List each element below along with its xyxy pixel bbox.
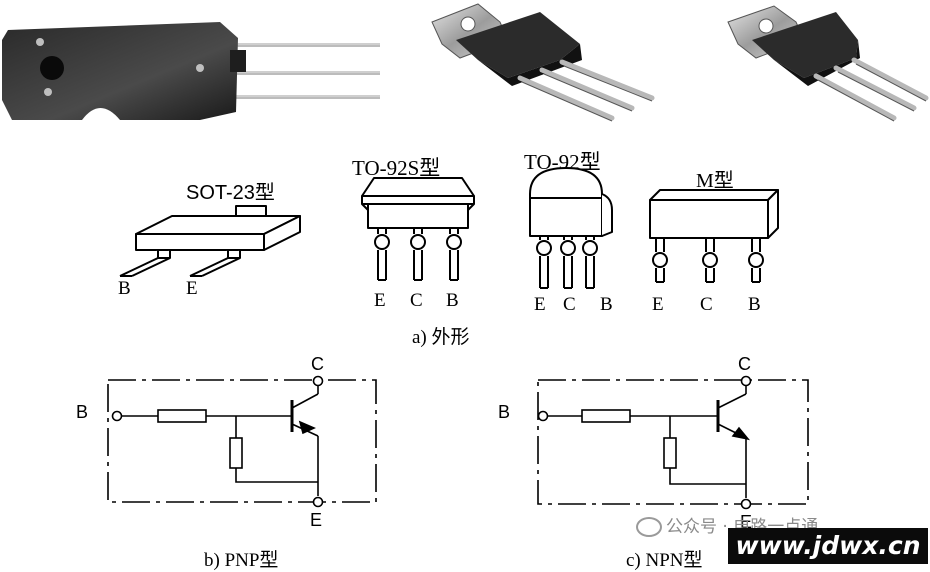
pnp-collector-terminal bbox=[312, 375, 324, 387]
pnp-collector-label: C bbox=[311, 354, 324, 374]
to220-leads bbox=[517, 59, 655, 121]
to220-lead-edges bbox=[817, 63, 927, 122]
to220-lead-edges bbox=[521, 65, 653, 122]
npn-emitter-label: E bbox=[740, 512, 753, 532]
power-transistor-lead-shadows bbox=[232, 45, 380, 99]
to92-pin-b-label: B bbox=[600, 294, 613, 315]
to92s-pins bbox=[374, 228, 462, 281]
m-type-body-front bbox=[649, 199, 769, 239]
to92s-body-front bbox=[367, 203, 469, 229]
power-transistor-leads bbox=[232, 43, 380, 97]
to92-pin-c-label: C bbox=[563, 294, 576, 315]
power-transistor-tab bbox=[230, 50, 246, 72]
sot23-body-front bbox=[135, 233, 265, 251]
pnp-schematic bbox=[107, 375, 377, 508]
to92s-label: TO-92S型 bbox=[352, 156, 441, 180]
sot23-label: SOT-23型 bbox=[186, 182, 275, 204]
to220-tab-hole bbox=[758, 18, 774, 34]
npn-caption: c) NPN型 bbox=[626, 550, 703, 571]
to220-photo-2 bbox=[727, 5, 929, 122]
to92-pin-e bbox=[536, 236, 552, 289]
npn-shunt-wire-bottom bbox=[669, 468, 746, 485]
to92s-pin-b-label: B bbox=[446, 290, 459, 311]
m-type-pin-b-label: B bbox=[748, 294, 761, 315]
pnp-shunt-wire-bottom bbox=[235, 468, 318, 483]
mounting-hole-right bbox=[196, 64, 204, 72]
to92-label: TO-92型 bbox=[524, 150, 601, 174]
m-type-label: M型 bbox=[696, 170, 734, 192]
to92s-body-top bbox=[361, 177, 475, 197]
npn-collector-lead bbox=[717, 393, 747, 409]
to220-body-front bbox=[774, 40, 860, 86]
npn-emitter-terminal bbox=[740, 498, 752, 510]
to92s-outline bbox=[361, 177, 475, 229]
to92-body-side bbox=[601, 193, 613, 237]
m-type-pin-c-label: C bbox=[700, 294, 713, 315]
m-type-body-side bbox=[767, 189, 779, 239]
npn-base-label: B bbox=[498, 402, 511, 422]
to92s-pin-c bbox=[410, 228, 426, 281]
power-transistor-body bbox=[2, 22, 238, 120]
npn-collector-terminal bbox=[740, 375, 752, 387]
sot23-pin-b bbox=[119, 250, 171, 277]
to92-pins bbox=[536, 236, 598, 289]
m-type-pins bbox=[652, 238, 764, 283]
pnp-collector-lead bbox=[291, 393, 319, 409]
npn-emitter-arrow bbox=[731, 426, 751, 441]
npn-shunt-resistor bbox=[663, 437, 677, 469]
to92s-pin-e-label: E bbox=[374, 290, 386, 311]
mounting-hole-center bbox=[40, 56, 64, 80]
to92-pin-b bbox=[582, 236, 598, 289]
pnp-series-resistor bbox=[157, 409, 207, 423]
to92-pin-e-label: E bbox=[534, 294, 546, 315]
to92-pin-c bbox=[560, 236, 576, 289]
to92-body bbox=[529, 167, 603, 237]
m-type-pin-e bbox=[652, 238, 668, 283]
wechat-icon bbox=[636, 517, 662, 537]
pnp-caption: b) PNP型 bbox=[204, 550, 279, 571]
to92s-pin-e bbox=[374, 228, 390, 281]
pnp-emitter-terminal bbox=[312, 496, 324, 508]
m-type-pin-c bbox=[702, 238, 718, 283]
mounting-hole-top-left bbox=[36, 38, 44, 46]
power-transistor-photo bbox=[2, 22, 380, 120]
pnp-dashed-boundary bbox=[107, 379, 377, 503]
m-type-pin-e-label: E bbox=[652, 294, 664, 315]
npn-series-resistor bbox=[581, 409, 631, 423]
pnp-base-label: B bbox=[76, 402, 89, 422]
npn-schematic bbox=[537, 375, 809, 510]
pnp-base-terminal bbox=[111, 410, 123, 422]
sot23-pin-e bbox=[189, 250, 241, 277]
to220-leads bbox=[813, 57, 929, 121]
sot23-outline bbox=[119, 205, 301, 277]
to92s-body-upper bbox=[361, 195, 475, 205]
to220-body-front bbox=[478, 44, 582, 86]
npn-base-terminal bbox=[537, 410, 549, 422]
outline-caption: a) 外形 bbox=[412, 327, 470, 348]
mounting-hole-bottom-left bbox=[44, 88, 52, 96]
pnp-shunt-resistor bbox=[229, 437, 243, 469]
npn-dashed-boundary bbox=[537, 379, 809, 505]
m-type-outline bbox=[649, 189, 779, 239]
to92-outline bbox=[529, 167, 613, 237]
to220-body bbox=[752, 12, 858, 78]
pnp-emitter-label: E bbox=[310, 510, 323, 530]
to220-body bbox=[456, 12, 580, 78]
sot23-pin-b-label: B bbox=[118, 278, 131, 299]
npn-collector-label: C bbox=[738, 354, 751, 374]
sot23-pin-e-label: E bbox=[186, 278, 198, 299]
to220-photo-1 bbox=[431, 3, 655, 122]
power-transistor-notch bbox=[82, 108, 120, 120]
to92s-pin-c-label: C bbox=[410, 290, 423, 311]
m-type-pin-b bbox=[748, 238, 764, 283]
site-watermark: www.jdwx.cn bbox=[728, 528, 928, 564]
to220-tab-hole bbox=[460, 16, 476, 32]
to92s-pin-b bbox=[446, 228, 462, 281]
sot23-top-pin bbox=[235, 205, 267, 216]
pnp-emitter-arrow bbox=[298, 420, 316, 435]
